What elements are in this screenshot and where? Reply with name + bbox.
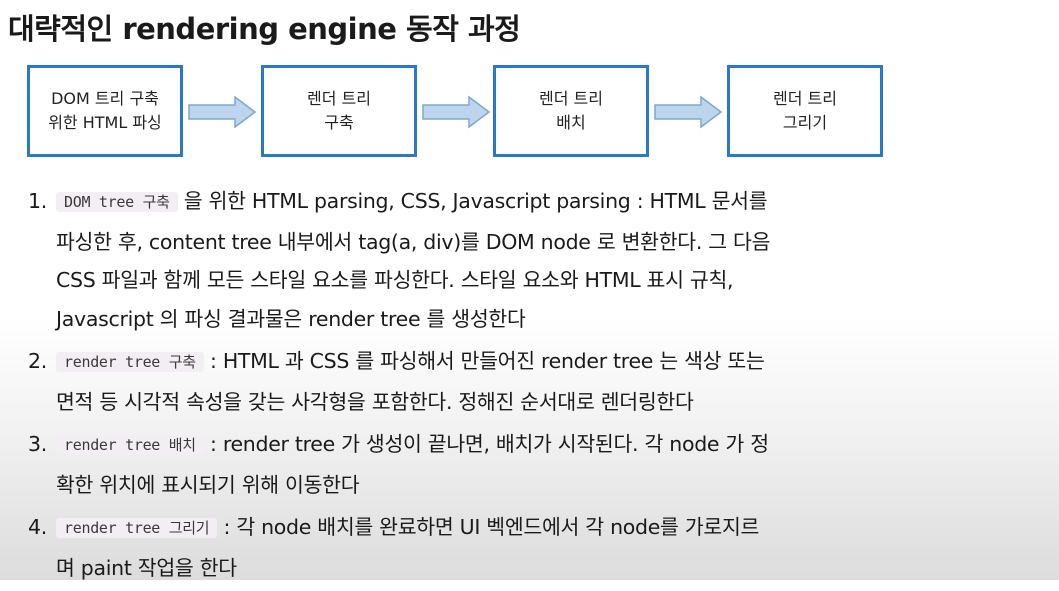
list-item: 3. render tree 배치 : render tree 가 생성이 끝나… (28, 425, 1038, 504)
code-label: render tree 구축 (56, 352, 204, 372)
step-line: 파싱한 후, content tree 내부에서 tag(a, div)를 DO… (56, 229, 771, 254)
list-item: 2. render tree 구축 : HTML 과 CSS 를 파싱해서 만들… (28, 342, 1038, 421)
step-line: 확한 위치에 표시되기 위해 이동한다 (56, 472, 360, 497)
step-text: : HTML 과 CSS 를 파싱해서 만들어진 render tree 는 색… (203, 349, 765, 373)
step-text: : 각 node 배치를 완료하면 UI 벡엔드에서 각 node를 가로지르 (217, 515, 760, 539)
page-title: 대략적인 rendering engine 동작 과정 (8, 12, 521, 46)
flow-box-label-line2: 위한 HTML 파싱 (48, 113, 162, 132)
code-label: render tree 배치 (56, 435, 204, 455)
code-label: DOM tree 구축 (56, 192, 178, 212)
right-arrow-icon (422, 95, 491, 129)
flow-box-label-line1: 렌더 트리 (307, 89, 371, 108)
flow-box-label-line1: 렌더 트리 (539, 89, 603, 108)
flow-box-label-line1: DOM 트리 구축 (51, 89, 159, 108)
step-line: DOM tree 구축 을 위한 HTML parsing, CSS, Java… (56, 182, 1038, 223)
right-arrow-icon (654, 95, 723, 129)
step-number: 3. (28, 432, 47, 456)
flow-box-render-tree-build: 렌더 트리 구축 (261, 65, 417, 157)
step-body: DOM tree 구축 을 위한 HTML parsing, CSS, Java… (56, 182, 1038, 338)
step-number: 4. (28, 515, 47, 539)
step-line: render tree 배치 : render tree 가 생성이 끝나면, … (56, 425, 1038, 466)
code-label: render tree 그리기 (56, 518, 218, 538)
list-item: 1. DOM tree 구축 을 위한 HTML parsing, CSS, J… (28, 182, 1038, 338)
step-number: 1. (28, 189, 47, 213)
step-line: render tree 그리기 : 각 node 배치를 완료하면 UI 벡엔드… (56, 508, 1038, 549)
step-body: render tree 구축 : HTML 과 CSS 를 파싱해서 만들어진 … (56, 342, 1038, 421)
step-body: render tree 그리기 : 각 node 배치를 완료하면 UI 벡엔드… (56, 508, 1038, 587)
flow-box-label-line2: 배치 (556, 113, 586, 132)
step-number: 2. (28, 349, 47, 373)
flow-box-label-line2: 그리기 (782, 113, 828, 132)
step-line: CSS 파일과 함께 모든 스타일 요소를 파싱한다. 스타일 요소와 HTML… (56, 268, 734, 292)
flow-box-render-tree-layout: 렌더 트리 배치 (493, 65, 649, 157)
process-flow-diagram: DOM 트리 구축 위한 HTML 파싱 렌더 트리 구축 렌더 트리 배치 렌… (27, 65, 887, 157)
flow-box-dom-tree: DOM 트리 구축 위한 HTML 파싱 (27, 65, 183, 157)
flow-box-render-tree-paint: 렌더 트리 그리기 (727, 65, 883, 157)
flow-box-label-line1: 렌더 트리 (773, 89, 837, 108)
step-line: Javascript 의 파싱 결과물은 render tree 를 생성한다 (56, 306, 526, 331)
step-line: 면적 등 시각적 속성을 갖는 사각형을 포함한다. 정해진 순서대로 렌더링한… (56, 389, 694, 414)
step-text: : render tree 가 생성이 끝나면, 배치가 시작된다. 각 nod… (203, 432, 769, 456)
flow-box-label-line2: 구축 (324, 113, 354, 132)
right-arrow-icon (188, 95, 257, 129)
step-line: render tree 구축 : HTML 과 CSS 를 파싱해서 만들어진 … (56, 342, 1038, 383)
steps-list: 1. DOM tree 구축 을 위한 HTML parsing, CSS, J… (28, 182, 1038, 591)
list-item: 4. render tree 그리기 : 각 node 배치를 완료하면 UI … (28, 508, 1038, 587)
step-body: render tree 배치 : render tree 가 생성이 끝나면, … (56, 425, 1038, 504)
step-line: 며 paint 작업을 한다 (56, 555, 237, 580)
step-text: 을 위한 HTML parsing, CSS, Javascript parsi… (177, 189, 768, 213)
